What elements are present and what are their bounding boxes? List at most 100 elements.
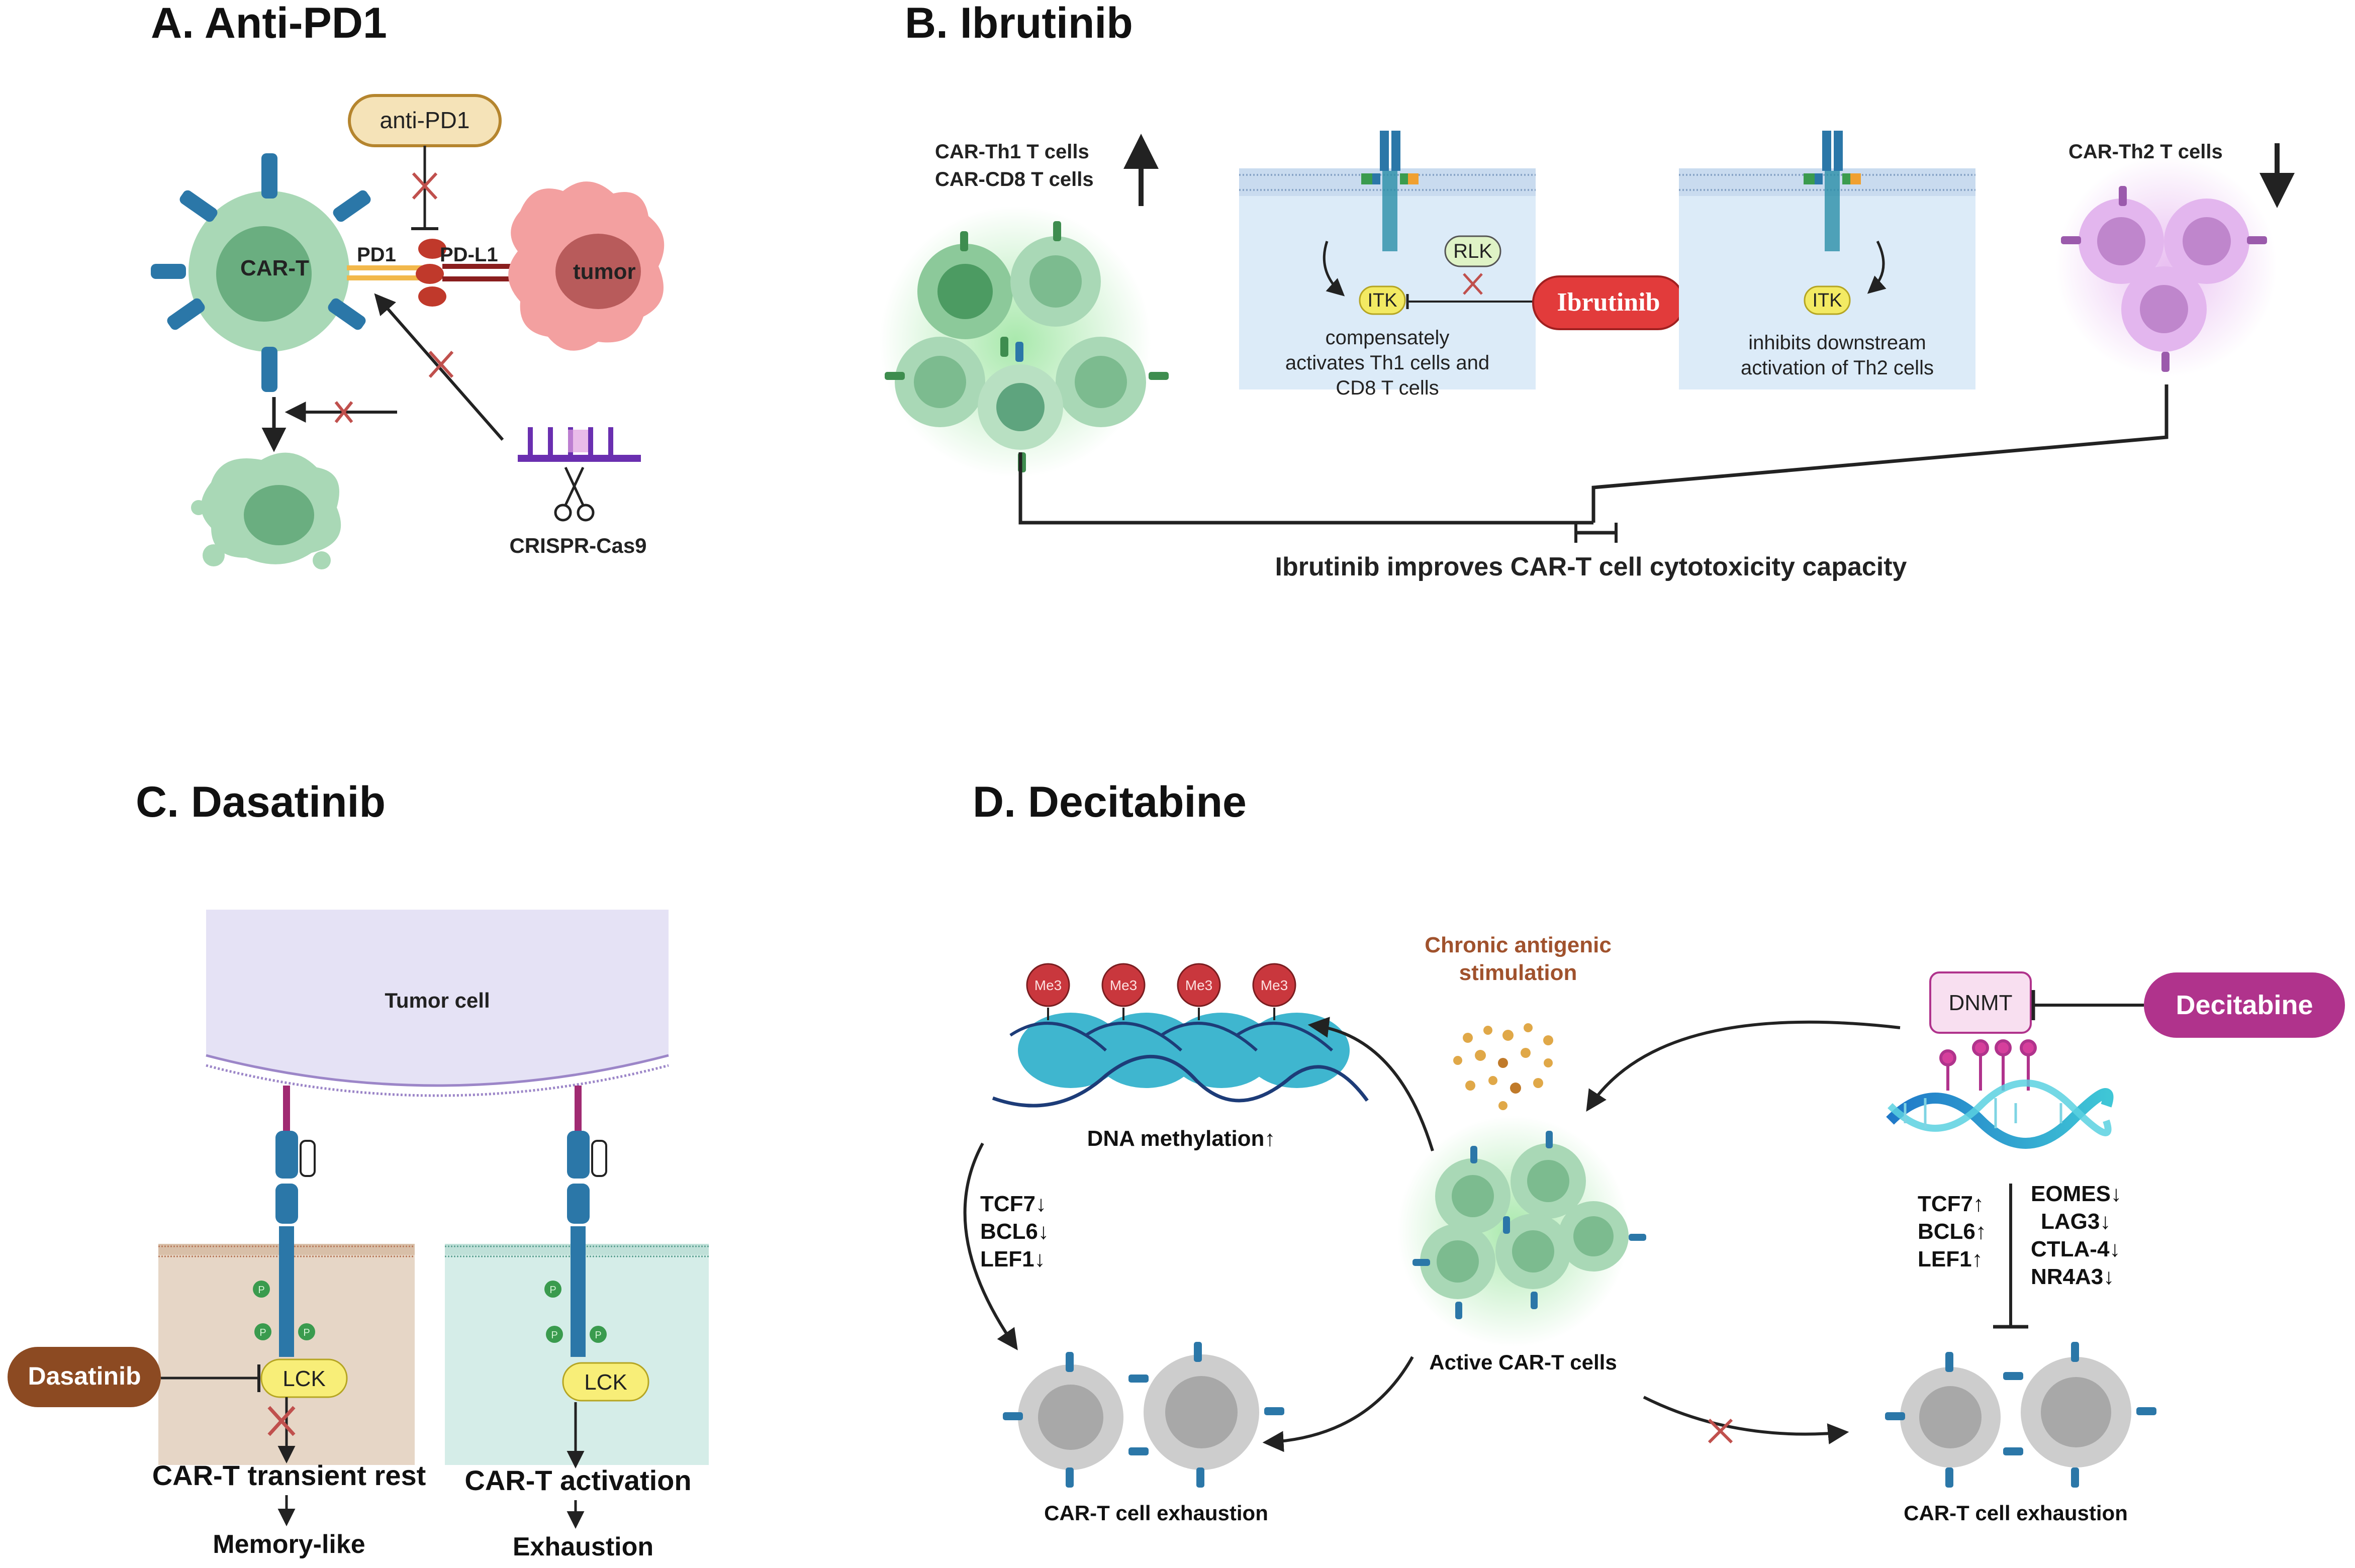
inhibition-cross-icon: [267, 1406, 296, 1436]
left-desc-line2: activates Th1 cells and: [1285, 352, 1489, 374]
dna-helix-icon: [1886, 1039, 2114, 1149]
th2-signaling-box: ITK inhibits downstream activation of Th…: [1679, 131, 1975, 389]
up-gene-3: LEF1↑: [1918, 1247, 1983, 1271]
pd1-receptor: PD1: [347, 244, 422, 280]
exhausted-car-t-cell: [191, 452, 341, 569]
transient-rest-label: CAR-T transient rest: [152, 1459, 426, 1491]
itk-left-label: ITK: [1367, 290, 1397, 311]
inhibition-cross-icon: [334, 401, 353, 423]
dasatinib-drug: Dasatinib: [8, 1347, 260, 1407]
dna-methylation-label: DNA methylation↑: [1087, 1126, 1276, 1151]
tcr-receptor: [1361, 131, 1419, 251]
dasatinib-treated-car-t: P P P LCK: [158, 1086, 415, 1465]
antigen-particles: [1453, 1023, 1553, 1110]
anti-pd1-label: anti-PD1: [380, 107, 470, 133]
phosphate-icon: P P P: [544, 1281, 607, 1343]
panel-d-title: D. Decitabine: [973, 778, 1247, 826]
svg-text:P: P: [259, 1327, 266, 1338]
down-gene-1: TCF7↓: [980, 1192, 1047, 1216]
exhausted-cells-left: [1003, 1342, 1284, 1488]
panel-a: A. Anti-PD1 anti-PD1 CAR-T: [151, 0, 665, 569]
active-to-exhaustion-arrow: [1262, 1356, 1414, 1452]
panel-d: D. Decitabine Me3 Me3 Me3 Me3 DNA methyl…: [963, 778, 2345, 1525]
panel-c-title: C. Dasatinib: [136, 778, 386, 826]
me3-label: Me3: [1034, 977, 1062, 993]
pd-l1-ligand: PD-L1: [416, 239, 528, 307]
decitabine-label: Decitabine: [2176, 990, 2313, 1020]
crispr-cas9: CRISPR-Cas9: [374, 293, 647, 557]
dnmt-to-active-arrow: [1586, 1020, 1901, 1112]
right-desc-line1: inhibits downstream: [1748, 332, 1926, 354]
phosphate-icon: P P P: [253, 1281, 315, 1340]
blocked-exhaustion-arrow: [1643, 1396, 1849, 1444]
tumor-cell-membrane: Tumor cell: [206, 910, 669, 1097]
cd8-label: CAR-CD8 T cells: [935, 168, 1094, 190]
methylation-to-exhaustion-arrow: [963, 1142, 1018, 1350]
active-to-methylation-arrow: [1307, 1017, 1434, 1151]
car-th2-cell-cluster: [2056, 156, 2277, 377]
inhibition-cross-icon: [412, 172, 438, 200]
panel-c: C. Dasatinib Tumor cell P P: [8, 778, 709, 1561]
me3-label: Me3: [1261, 977, 1288, 993]
me3-label: Me3: [1185, 977, 1212, 993]
car-t-cell: CAR-T: [151, 153, 371, 392]
panel-b-title: B. Ibrutinib: [905, 0, 1133, 47]
exhaustion-left-label: CAR-T cell exhaustion: [1044, 1501, 1268, 1525]
down-gene-3: LEF1↓: [980, 1247, 1046, 1271]
dnmt-label: DNMT: [1948, 991, 2012, 1015]
inhibition-cross-icon: [1463, 273, 1483, 295]
panel-a-title: A. Anti-PD1: [151, 0, 387, 47]
panel-b: B. Ibrutinib CAR-Th1 T cells CAR-CD8 T c…: [880, 0, 2295, 581]
up-gene-1: TCF7↑: [1918, 1192, 1984, 1216]
right-desc-line2: activation of Th2 cells: [1741, 357, 1934, 379]
tumor-label: tumor: [573, 259, 636, 284]
tumor-cell-label: Tumor cell: [385, 989, 490, 1012]
down-gene-right-2: LAG3↓: [2041, 1209, 2111, 1234]
svg-text:P: P: [551, 1330, 557, 1341]
me3-label: Me3: [1110, 977, 1137, 993]
activation-label: CAR-T activation: [464, 1464, 691, 1496]
decitabine-drug: Decitabine: [2144, 972, 2345, 1038]
chronic-line1: Chronic antigenic: [1425, 933, 1612, 957]
itk-right-label: ITK: [1812, 290, 1842, 311]
inhibition-cross-icon: [1708, 1418, 1733, 1444]
ibrutinib-label: Ibrutinib: [1557, 288, 1660, 317]
memory-like-label: Memory-like: [213, 1530, 365, 1559]
exhaustion-right-label: CAR-T cell exhaustion: [1904, 1501, 2128, 1525]
methylated-nucleosomes: Me3 Me3 Me3 Me3: [992, 963, 1369, 1108]
svg-text:P: P: [595, 1330, 601, 1341]
untreated-car-t: P P P LCK: [445, 1086, 709, 1468]
exhausted-cells-right: [1885, 1342, 2156, 1488]
crispr-label: CRISPR-Cas9: [509, 534, 646, 557]
car-t-label: CAR-T: [240, 256, 309, 280]
th1-label: CAR-Th1 T cells: [935, 141, 1089, 163]
active-car-t-label: Active CAR-T cells: [1429, 1350, 1617, 1374]
pd1-label: PD1: [357, 244, 396, 266]
down-gene-right-3: CTLA-4↓: [2031, 1237, 2120, 1261]
exhaustion-label: Exhaustion: [513, 1532, 653, 1561]
scissors-icon: [554, 466, 595, 522]
car-receptor: [275, 1086, 316, 1357]
anti-pd1-antibody: anti-PD1: [348, 94, 502, 230]
lck-left-label: LCK: [282, 1366, 326, 1391]
chronic-line2: stimulation: [1459, 960, 1577, 985]
convergence-line-left: [1018, 452, 1593, 525]
ibrutinib-conclusion: Ibrutinib improves CAR-T cell cytotoxici…: [1275, 552, 1907, 581]
left-desc-line1: compensately: [1326, 327, 1450, 349]
dasatinib-label: Dasatinib: [28, 1362, 141, 1390]
lck-right-label: LCK: [584, 1370, 627, 1395]
svg-text:P: P: [258, 1285, 264, 1296]
car-th1-cell-cluster: [880, 206, 1169, 477]
pd-l1-label: PD-L1: [440, 244, 498, 266]
svg-text:P: P: [303, 1327, 310, 1338]
ibrutinib-drug: Ibrutinib: [1532, 275, 1799, 330]
left-desc-line3: CD8 T cells: [1336, 377, 1439, 399]
rlk-label: RLK: [1453, 240, 1492, 262]
up-gene-2: BCL6↑: [1918, 1219, 1987, 1244]
tumor-cell: tumor: [508, 181, 665, 351]
svg-text:P: P: [549, 1285, 556, 1296]
tcr-receptor: [1804, 131, 1861, 251]
down-gene-right-4: NR4A3↓: [2031, 1264, 2114, 1289]
